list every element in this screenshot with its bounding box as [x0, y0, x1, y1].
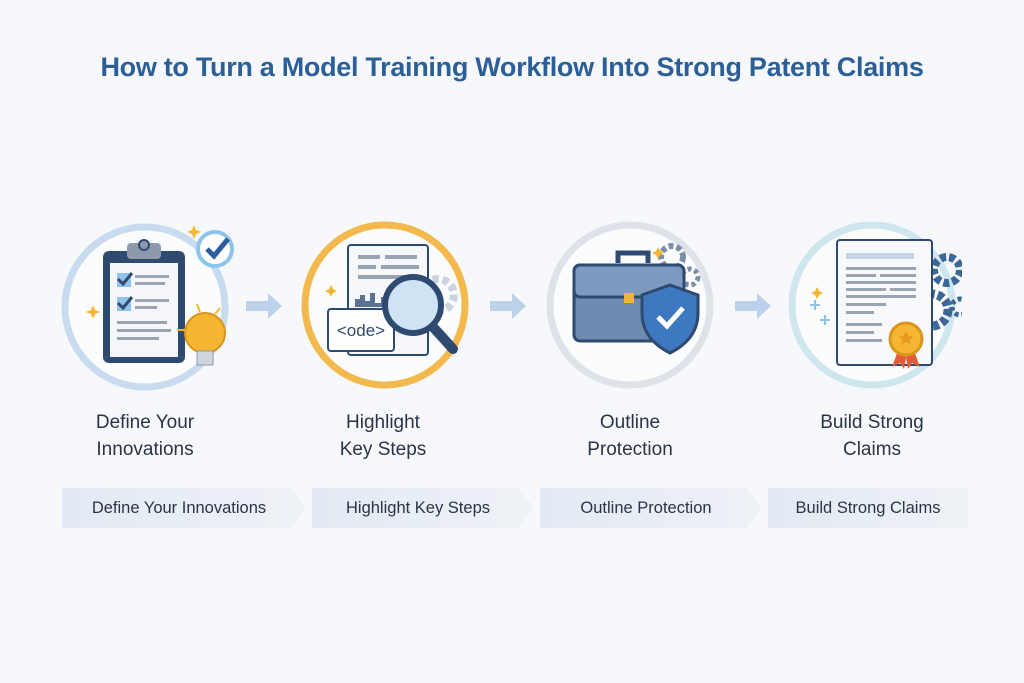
chevron-step-2: Highlight Key Steps [312, 488, 534, 528]
step-title-line2: Protection [587, 439, 673, 460]
step-title-line1: Define Your [95, 412, 195, 433]
arrow-right-icon [246, 293, 282, 319]
chevron-process-bar: Define Your Innovations Highlight Key St… [62, 488, 968, 528]
step-title-line2: Key Steps [339, 439, 427, 460]
step-title-line1: Highlight [346, 412, 420, 433]
step-title-line1: Outline [599, 412, 661, 433]
chevron-step-3: Outline Protection [540, 488, 762, 528]
step-build-strong-claims: Build Strong Claims [772, 215, 972, 463]
arrow-right-icon [490, 293, 526, 319]
chevron-step-1: Define Your Innovations [62, 488, 306, 528]
page-title: How to Turn a Model Training Workflow In… [100, 52, 924, 82]
step-title-line1: Build Strong [820, 412, 924, 433]
step-outline-protection: Outline Protection [530, 215, 730, 463]
step-title-line2: Innovations [96, 439, 194, 460]
clipboard-checklist-lightbulb-icon [55, 215, 235, 395]
code-document-magnifier-icon: <ode> [293, 215, 473, 395]
step-title-line2: Claims [842, 439, 902, 460]
step-highlight-key-steps: <ode> Highlight Key Steps [283, 215, 483, 463]
chevron-step-4: Build Strong Claims [768, 488, 968, 528]
certificate-document-gears-icon [782, 215, 971, 395]
briefcase-shield-icon [540, 215, 720, 395]
svg-text:<ode>: <ode> [337, 321, 385, 340]
arrow-right-icon [735, 293, 771, 319]
step-define-innovations: Define Your Innovations [45, 215, 245, 463]
